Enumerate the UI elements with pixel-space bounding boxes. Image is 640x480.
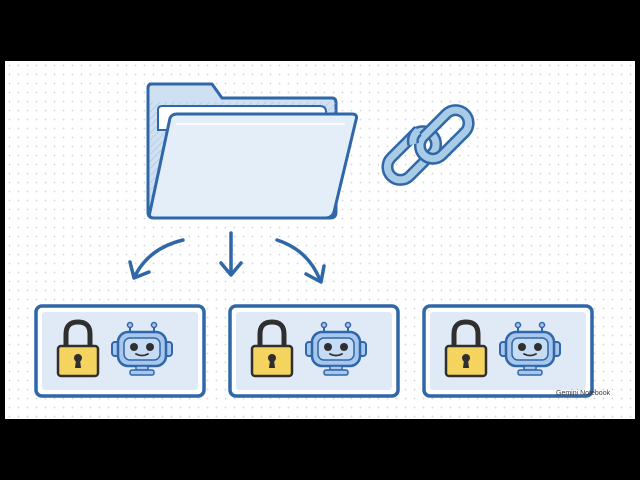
robot-head-icon	[111, 321, 173, 376]
padlock-icon	[250, 319, 294, 378]
access-panel-3	[422, 304, 594, 398]
robot-head-icon	[305, 321, 367, 376]
arrow-down-icon	[219, 231, 243, 277]
folder-icon	[146, 82, 358, 220]
chain-link-icon	[381, 104, 475, 186]
arrow-down-right-icon	[275, 238, 326, 284]
robot-head-icon	[499, 321, 561, 376]
padlock-icon	[56, 319, 100, 378]
arrow-down-left-icon	[128, 238, 185, 280]
watermark: Gemini Notebook	[556, 390, 610, 397]
watermark-text: Gemini Notebook	[556, 390, 611, 397]
padlock-icon	[444, 319, 488, 378]
access-panel-2	[228, 304, 400, 398]
access-panel-1	[34, 304, 206, 398]
